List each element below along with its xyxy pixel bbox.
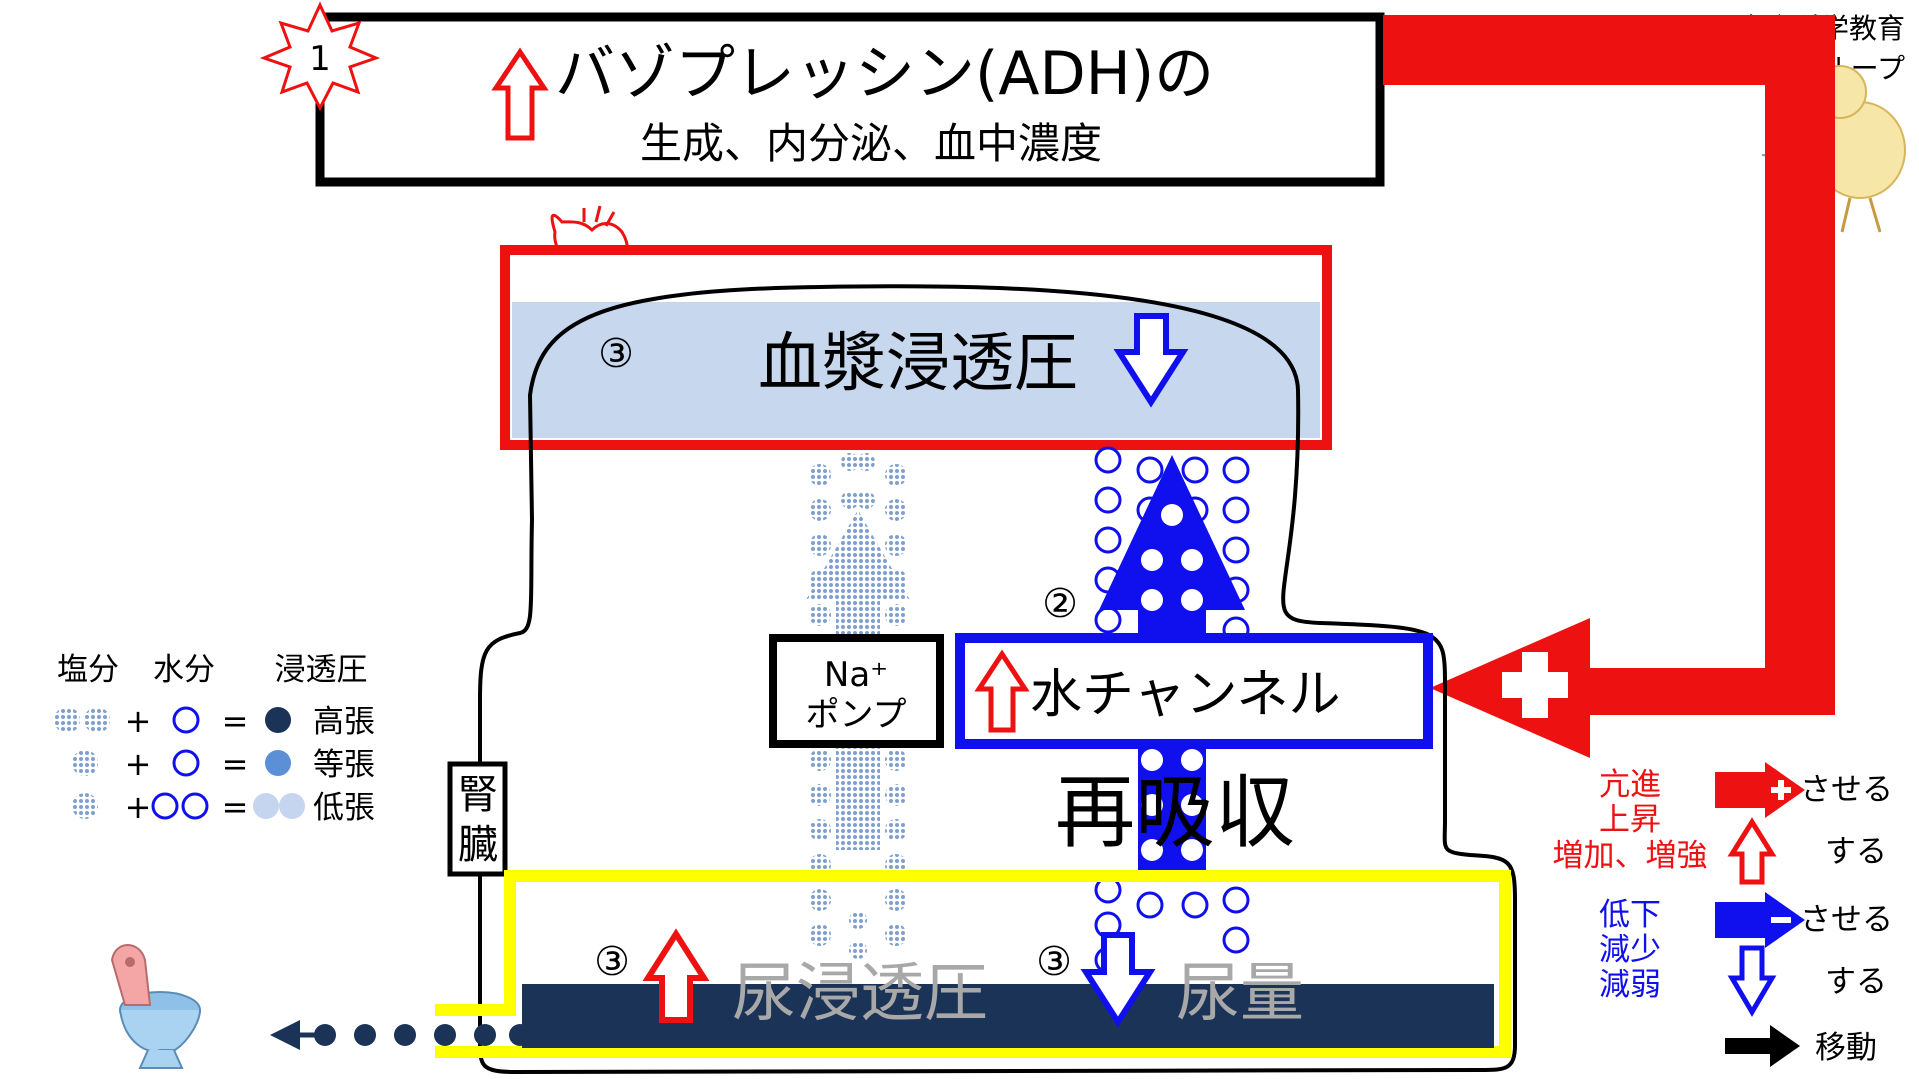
- legend-water-circle: [172, 749, 200, 777]
- legend-salt-dot: [72, 793, 98, 819]
- step-badge-number: 1: [309, 39, 331, 79]
- move-arrow-icon: [1725, 1025, 1800, 1067]
- urine-tube: [435, 870, 1511, 1058]
- title-line1: バゾプレッシン(ADH)の: [555, 39, 1214, 109]
- legend-promote-l2: 上昇: [1599, 802, 1661, 838]
- urine-volume-label: 尿量: [1176, 957, 1304, 1031]
- legend-plus: +: [125, 788, 152, 826]
- urine-excretion-arrow: [270, 1020, 531, 1050]
- reduce-minus: [1771, 917, 1791, 923]
- legend-row-low: 低張: [313, 790, 375, 826]
- legend-row-high: 高張: [313, 704, 375, 740]
- legend-move: 移動: [1815, 1030, 1877, 1066]
- osmolarity-legend: 塩分 水分 浸透圧 + = 高張 + = 等張 + = 低張: [54, 652, 375, 826]
- legend-promote-l3: 増加、増強: [1553, 838, 1708, 874]
- kidney-label-line1: 腎: [458, 772, 498, 818]
- legend-promote-make: させる: [1800, 772, 1893, 808]
- reduce-arrow-icon: [1715, 892, 1805, 948]
- legend-reduce-l3: 減弱: [1599, 967, 1661, 1003]
- promote-arrow-icon: [1715, 762, 1805, 818]
- kidney-label-box: [447, 761, 508, 877]
- urine-volume-down-arrow-icon: [1080, 932, 1156, 1028]
- legend-low-dot: [279, 793, 305, 819]
- legend-water-circle: [151, 792, 179, 820]
- plasma-osmolarity-label: 血漿浸透圧: [758, 327, 1078, 401]
- step-badge-icon: [259, 1, 381, 112]
- legend-reduce-make: させる: [1800, 902, 1893, 938]
- salt-dot-columns: [809, 453, 907, 959]
- plus-icon: [1502, 652, 1568, 718]
- reabsorption-step-number: ②: [1042, 581, 1078, 627]
- na-pump-label-line1: Na⁺: [824, 655, 888, 695]
- legend-plus: +: [125, 702, 152, 740]
- legend-salt-dot: [72, 750, 98, 776]
- legend-water-circle: [172, 706, 200, 734]
- legend-reduce-l2: 減少: [1599, 932, 1661, 968]
- water-channel-box: [955, 633, 1433, 749]
- legend-promote-l1: 亢進: [1599, 767, 1661, 803]
- legend-equals: =: [222, 745, 249, 783]
- legend-salt-dot: [84, 707, 110, 733]
- plasma-down-arrow-icon: [1113, 313, 1189, 408]
- reduce-down-arrow-icon: [1727, 945, 1777, 1017]
- water-arrow-dots: [1141, 504, 1203, 861]
- legend-high-dot: [265, 707, 291, 733]
- legend-equals: =: [222, 788, 249, 826]
- legend-salt-dot: [54, 707, 80, 733]
- title-line2: 生成、内分泌、血中濃度: [640, 119, 1102, 168]
- symbol-legend: 亢進 上昇 増加、増強 させる する 低下 減少 減弱 させる する 移動: [1553, 762, 1893, 1067]
- title-up-arrow-icon: [491, 47, 549, 141]
- water-channel-up-arrow-icon: [974, 649, 1030, 733]
- urine-osmo-step-number: ③: [594, 939, 630, 985]
- urine-volume-step-number: ③: [1036, 939, 1072, 985]
- toilet-icon: [110, 944, 201, 1069]
- legend-header-osmo: 浸透圧: [275, 652, 368, 688]
- urine-osmo-up-arrow-icon: [642, 928, 710, 1023]
- legend-water-circle: [181, 792, 209, 820]
- reabsorption-label: 再吸収: [1055, 766, 1295, 859]
- plasma-step-number: ③: [598, 331, 634, 377]
- legend-equals: =: [222, 702, 249, 740]
- legend-low-dot: [253, 793, 279, 819]
- feedback-path-arrow: [1383, 15, 1835, 758]
- water-channel-label: 水チャンネル: [1030, 665, 1340, 725]
- na-pump-box: [769, 634, 944, 748]
- plasma-fill: [512, 302, 1320, 438]
- promote-up-arrow-icon: [1727, 817, 1777, 885]
- legend-row-iso: 等張: [313, 747, 375, 783]
- legend-plus: +: [125, 745, 152, 783]
- urine-osmolarity-label: 尿浸透圧: [732, 957, 988, 1031]
- promote-plus-v: [1778, 780, 1784, 800]
- legend-reduce-l1: 低下: [1599, 897, 1661, 933]
- kidney-outline: [478, 284, 1517, 1075]
- legend-header-salt: 塩分: [57, 652, 119, 688]
- legend-iso-dot: [265, 750, 291, 776]
- legend-header-water: 水分: [153, 652, 215, 688]
- kidney-label-line2: 臓: [458, 822, 498, 868]
- legend-promote-do: する: [1825, 834, 1887, 870]
- legend-reduce-do: する: [1825, 964, 1887, 1000]
- na-pump-label-line2: ポンプ: [806, 695, 907, 735]
